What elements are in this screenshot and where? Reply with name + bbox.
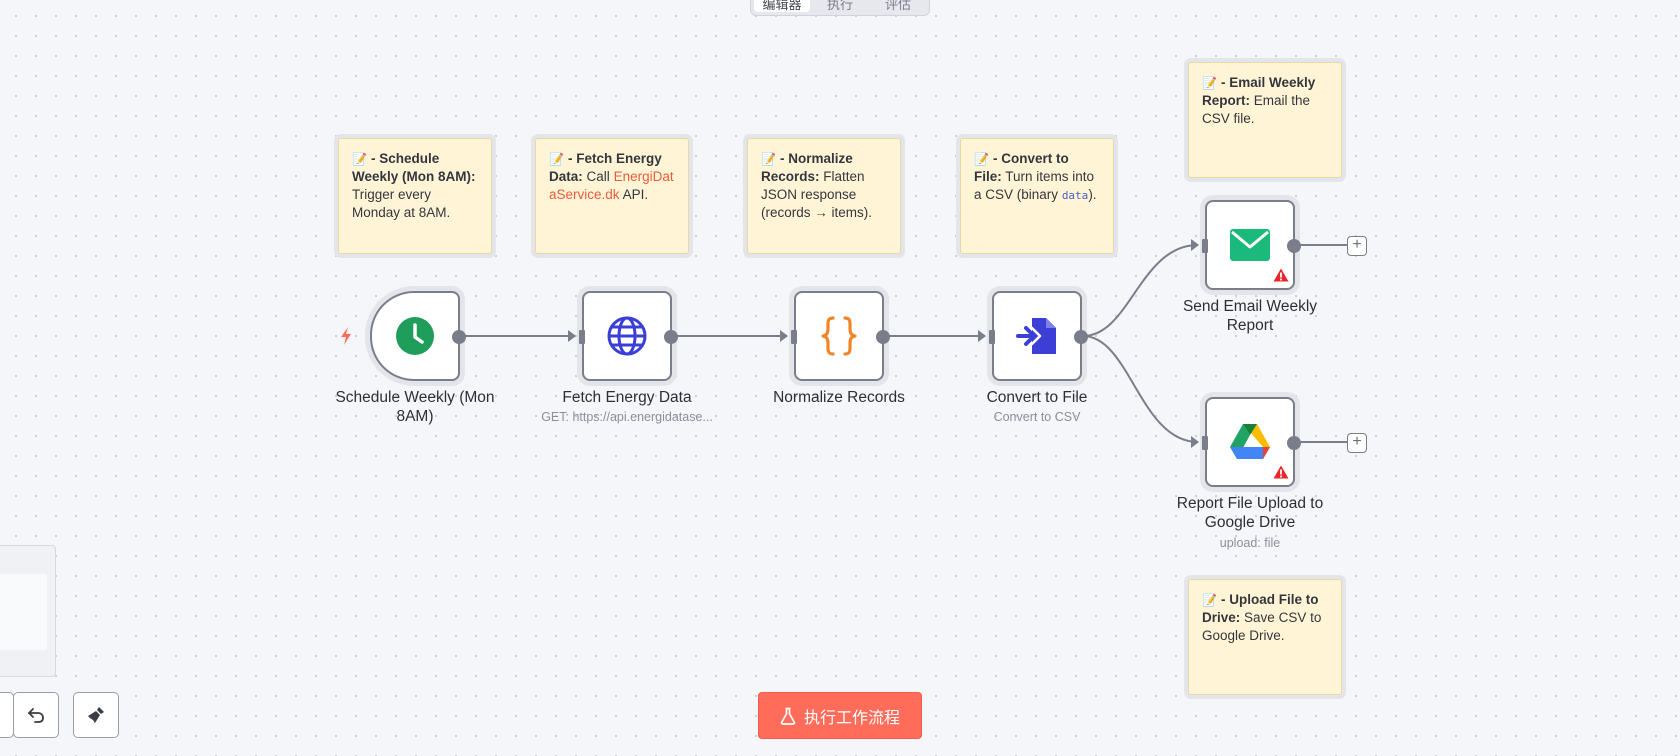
sticky-title: - Email Weekly Report	[1202, 75, 1316, 108]
trigger-bolt-icon	[341, 327, 351, 345]
input-port[interactable]	[1202, 436, 1208, 450]
memo-icon: 📝	[974, 152, 989, 166]
output-port[interactable]	[1287, 239, 1301, 253]
undo-button[interactable]	[13, 692, 59, 738]
sticky-title: - Upload File to Drive	[1202, 592, 1319, 625]
node-label-email: Send Email Weekly Report	[1182, 298, 1318, 334]
sticky-colon: :	[1235, 610, 1241, 625]
output-port[interactable]	[876, 330, 890, 344]
arrow-drive-in	[1191, 436, 1199, 448]
input-port[interactable]	[579, 330, 585, 344]
sticky-body: Turn items into a CSV (binary	[974, 169, 1095, 202]
node-label-normalize: Normalize Records	[773, 389, 905, 406]
zoom-control-button[interactable]	[0, 692, 14, 738]
output-port[interactable]	[452, 330, 466, 344]
input-port[interactable]	[1202, 239, 1208, 253]
execute-workflow-button[interactable]: 执行工作流程	[758, 692, 922, 739]
sticky-note-convert[interactable]: 📝- Convert to File: Turn items into a CS…	[960, 138, 1114, 254]
output-port[interactable]	[1287, 436, 1301, 450]
file-import-icon	[1015, 314, 1059, 358]
add-node-after-drive-button[interactable]: +	[1347, 433, 1367, 453]
sticky-note-fetch[interactable]: 📝- Fetch Energy Data: Call EnergiDataSer…	[535, 138, 689, 254]
sticky-title: - Fetch Energy Data	[549, 151, 662, 184]
connection-convert-email	[1082, 244, 1199, 337]
side-panel-content	[0, 574, 47, 650]
google-drive-icon	[1228, 420, 1272, 464]
node-normalize-records[interactable]	[791, 291, 890, 381]
sticky-code: data	[1061, 189, 1089, 202]
tab-editor[interactable]: 编辑器	[754, 0, 810, 12]
execute-workflow-label: 执行工作流程	[803, 709, 900, 727]
node-subtitle-convert: Convert to CSV	[993, 410, 1081, 424]
node-label-fetch: Fetch Energy Data	[562, 389, 692, 406]
node-label-drive: Report File Upload to Google Drive	[1176, 495, 1324, 531]
sticky-colon: :	[997, 169, 1002, 184]
node-label-schedule: Schedule Weekly (Mon 8AM)	[335, 389, 495, 425]
sticky-body: Email the CSV file.	[1202, 93, 1311, 126]
memo-icon: 📝	[761, 152, 776, 166]
memo-icon: 📝	[1202, 593, 1217, 607]
sticky-note-normalize[interactable]: 📝- Normalize Records: Flatten JSON respo…	[747, 138, 901, 254]
arrow-convert-in	[978, 330, 986, 342]
add-node-after-email-button[interactable]: +	[1347, 236, 1367, 256]
tab-executions[interactable]: 执行	[826, 0, 853, 12]
output-port[interactable]	[1074, 330, 1088, 344]
sticky-colon: :	[471, 169, 476, 184]
node-label-convert: Convert to File	[986, 389, 1088, 406]
sticky-body: Save CSV to Google Drive.	[1202, 610, 1322, 643]
memo-icon: 📝	[352, 152, 367, 166]
memo-icon: 📝	[1202, 76, 1217, 90]
input-port[interactable]	[791, 330, 797, 344]
output-port[interactable]	[664, 330, 678, 344]
broom-icon	[88, 707, 104, 723]
sticky-body: Trigger every Monday at 8AM.	[352, 187, 451, 220]
side-panel	[0, 545, 56, 677]
sticky-title: - Schedule Weekly (Mon 8AM)	[352, 151, 472, 184]
node-fetch-energy-data[interactable]	[579, 291, 678, 381]
braces-icon	[817, 314, 861, 358]
sticky-body-end: ).	[1088, 187, 1097, 202]
sticky-colon: :	[1245, 93, 1251, 108]
node-upload-google-drive[interactable]	[1202, 397, 1301, 487]
node-subtitle-fetch: GET: https://api.energidatase...	[541, 410, 713, 424]
sticky-body-end: API.	[622, 187, 649, 202]
sticky-colon: :	[815, 169, 820, 184]
sticky-note-email[interactable]: 📝- Email Weekly Report: Email the CSV fi…	[1188, 62, 1342, 178]
sticky-note-upload[interactable]: 📝- Upload File to Drive: Save CSV to Goo…	[1188, 579, 1342, 695]
tab-evaluations[interactable]: 评估	[884, 0, 911, 12]
flask-icon	[780, 707, 796, 725]
connection-convert-drive	[1082, 335, 1199, 443]
node-send-email[interactable]	[1202, 200, 1301, 290]
tidy-up-button[interactable]	[73, 692, 119, 738]
sticky-title: - Convert to File	[974, 151, 1069, 184]
sticky-link[interactable]: EnergiDataService.dk	[549, 169, 674, 202]
sticky-note-schedule[interactable]: 📝- Schedule Weekly (Mon 8AM): Trigger ev…	[338, 138, 492, 254]
node-schedule-weekly[interactable]	[370, 291, 466, 381]
arrow-normalize-in	[780, 330, 788, 342]
warning-icon[interactable]	[1273, 268, 1289, 282]
clock-icon	[393, 314, 437, 358]
view-tabs: 编辑器 执行 评估	[750, 0, 930, 16]
undo-icon	[28, 708, 44, 723]
globe-icon	[605, 314, 649, 358]
arrow-fetch-in	[568, 330, 576, 342]
node-convert-to-file[interactable]	[989, 291, 1088, 381]
arrow-email-in	[1191, 239, 1199, 251]
memo-icon: 📝	[549, 152, 564, 166]
warning-icon[interactable]	[1273, 465, 1289, 479]
sticky-body: Call	[586, 169, 610, 184]
node-subtitle-drive: upload: file	[1219, 536, 1281, 550]
sticky-colon: :	[578, 169, 583, 184]
sticky-body: Flatten JSON response (records → items).	[761, 169, 873, 220]
input-port[interactable]	[989, 330, 995, 344]
sticky-title: - Normalize Records	[761, 151, 853, 184]
envelope-icon	[1228, 223, 1272, 267]
